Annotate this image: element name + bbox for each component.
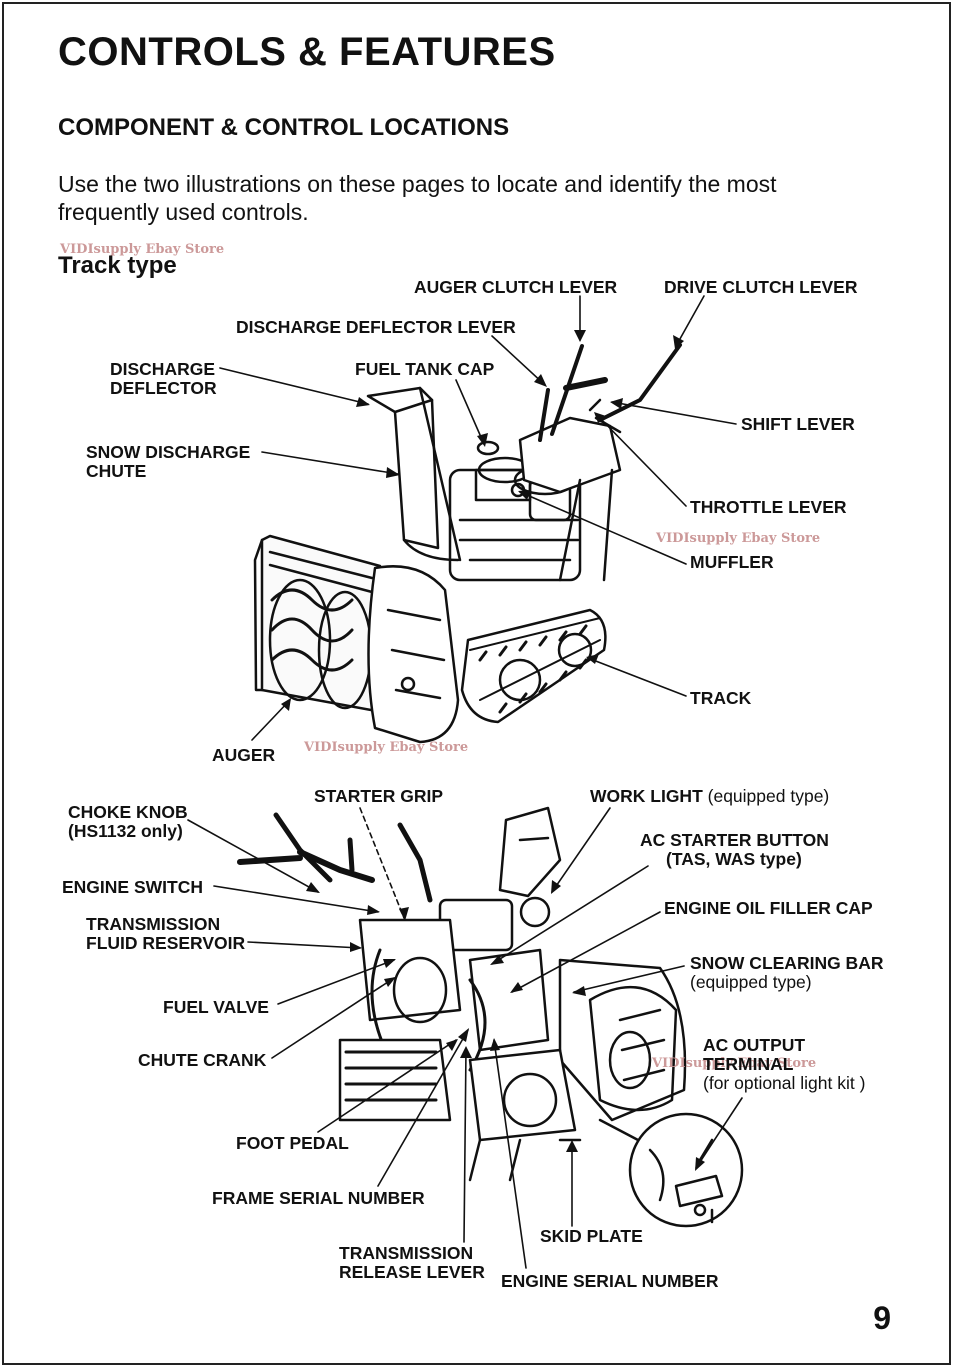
label-line: SNOW DISCHARGE bbox=[86, 442, 251, 462]
label-fuel-tank-cap: FUEL TANK CAP bbox=[355, 359, 495, 379]
label-line: (TAS, WAS type) bbox=[666, 849, 802, 869]
label-drive-clutch-lever: DRIVE CLUTCH LEVER bbox=[664, 277, 858, 297]
bottom-snowblower-drawing bbox=[237, 806, 744, 1228]
label-engine-switch: ENGINE SWITCH bbox=[62, 877, 203, 897]
label-auger: AUGER bbox=[212, 745, 276, 765]
label-line: TRANSMISSION bbox=[339, 1243, 474, 1263]
label-line: AC STARTER BUTTON bbox=[640, 830, 829, 850]
label-track: TRACK bbox=[690, 688, 752, 708]
label-transmission-release-lever: TRANSMISSION RELEASE LEVER bbox=[339, 1244, 485, 1282]
label-note: (equipped type) bbox=[707, 786, 830, 806]
label-line: WORK LIGHT bbox=[590, 786, 703, 806]
label-foot-pedal: FOOT PEDAL bbox=[236, 1133, 349, 1153]
label-line: RELEASE LEVER bbox=[339, 1262, 485, 1282]
label-engine-oil-filler-cap: ENGINE OIL FILLER CAP bbox=[664, 898, 873, 918]
watermark: VIDIsupply Ebay Store bbox=[656, 531, 821, 546]
label-line: (HS1132 only) bbox=[68, 821, 183, 841]
label-chute-crank: CHUTE CRANK bbox=[138, 1050, 267, 1070]
label-starter-grip: STARTER GRIP bbox=[314, 786, 443, 806]
label-line: (for optional light kit ) bbox=[703, 1073, 866, 1093]
label-line: CHUTE bbox=[86, 461, 147, 481]
page-title: CONTROLS & FEATURES bbox=[58, 30, 556, 74]
label-line: CHOKE KNOB bbox=[68, 802, 188, 822]
label-snow-discharge-chute: SNOW DISCHARGE CHUTE bbox=[86, 443, 250, 481]
label-line: DEFLECTOR bbox=[110, 378, 217, 398]
label-fuel-valve: FUEL VALVE bbox=[163, 997, 269, 1017]
label-snow-clearing-bar: SNOW CLEARING BAR (equipped type) bbox=[690, 954, 883, 992]
label-work-light: WORK LIGHT (equipped type) bbox=[590, 787, 829, 806]
label-line: FLUID RESERVOIR bbox=[86, 933, 246, 953]
label-engine-serial-number: ENGINE SERIAL NUMBER bbox=[501, 1271, 719, 1291]
label-ac-starter-button: AC STARTER BUTTON (TAS, WAS type) bbox=[640, 831, 829, 869]
label-choke-knob: CHOKE KNOB (HS1132 only) bbox=[68, 803, 188, 841]
label-discharge-deflector-lever: DISCHARGE DEFLECTOR LEVER bbox=[236, 317, 516, 337]
label-line: TRANSMISSION bbox=[86, 914, 221, 934]
watermark: VIDIsupply Ebay Store bbox=[60, 242, 225, 257]
watermark: VIDIsupply Ebay Store bbox=[304, 740, 469, 755]
label-transmission-fluid-reservoir: TRANSMISSION FLUID RESERVOIR bbox=[86, 915, 245, 953]
section-heading: COMPONENT & CONTROL LOCATIONS bbox=[58, 114, 510, 141]
label-line: SNOW CLEARING BAR bbox=[690, 953, 884, 973]
label-skid-plate: SKID PLATE bbox=[540, 1226, 643, 1246]
label-muffler: MUFFLER bbox=[690, 552, 774, 572]
label-line: (equipped type) bbox=[690, 972, 812, 992]
page-number: 9 bbox=[873, 1300, 891, 1336]
label-shift-lever: SHIFT LEVER bbox=[741, 414, 855, 434]
label-discharge-deflector: DISCHARGE DEFLECTOR bbox=[110, 360, 217, 398]
subsection-heading: Track type bbox=[58, 252, 177, 279]
label-throttle-lever: THROTTLE LEVER bbox=[690, 497, 847, 517]
label-line: AC OUTPUT bbox=[703, 1035, 806, 1055]
top-snowblower-drawing bbox=[253, 343, 682, 744]
label-auger-clutch-lever: AUGER CLUTCH LEVER bbox=[414, 277, 618, 297]
watermark: VIDIsupply Ebay Store bbox=[652, 1056, 817, 1071]
label-ac-output-terminal: AC OUTPUT TERMINAL (for optional light k… bbox=[703, 1036, 865, 1093]
label-line: DISCHARGE bbox=[110, 359, 216, 379]
label-frame-serial-number: FRAME SERIAL NUMBER bbox=[212, 1188, 425, 1208]
intro-paragraph: Use the two illustrations on these pages… bbox=[58, 171, 777, 225]
label-line: TERMINAL bbox=[703, 1054, 794, 1074]
